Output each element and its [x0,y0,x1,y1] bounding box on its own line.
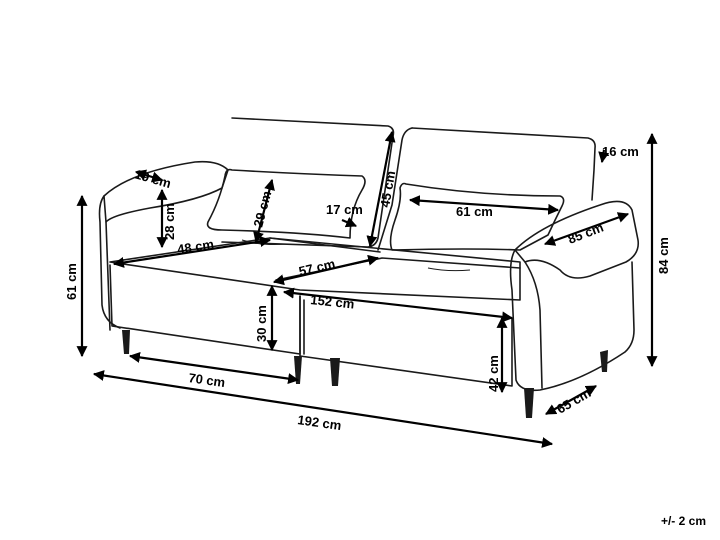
label-arm-length: 85 cm [566,220,606,247]
left-back-cushion [221,117,395,248]
leg-back-left [122,330,130,354]
dimension-labels: 19 cm 28 cm 29 cm 48 cm 17 cm 45 cm 61 c… [64,144,671,433]
label-backrest-height: 45 cm [377,170,398,209]
leg-front-right [524,388,534,418]
label-backrest-thickness: 16 cm [602,144,639,159]
right-back-cushion [411,127,596,201]
label-seat-width: 152 cm [310,292,355,312]
label-seat-height: 42 cm [486,355,501,392]
label-total-depth: 65 cm [554,385,593,416]
leg-front-middle [330,358,340,386]
label-seat-base-height: 30 cm [254,305,269,342]
sofa-outline [98,117,640,418]
leg-back-right [600,350,608,372]
label-arm-height: 61 cm [64,263,79,300]
label-total-width: 192 cm [297,412,343,433]
label-seat-depth: 48 cm [176,236,215,257]
label-seat-cushion-width: 57 cm [297,256,336,279]
label-armrest-width: 19 cm [133,166,173,191]
label-armrest-height: 28 cm [162,203,177,240]
label-total-height: 84 cm [656,237,671,274]
label-backrest-angle: 17 cm [326,202,363,217]
label-leg-span: 70 cm [188,370,227,390]
label-pillow-width: 61 cm [456,204,493,219]
dimension-lines [76,130,658,448]
label-pillow-height: 29 cm [250,189,274,229]
tolerance-note: +/- 2 cm [660,514,706,528]
